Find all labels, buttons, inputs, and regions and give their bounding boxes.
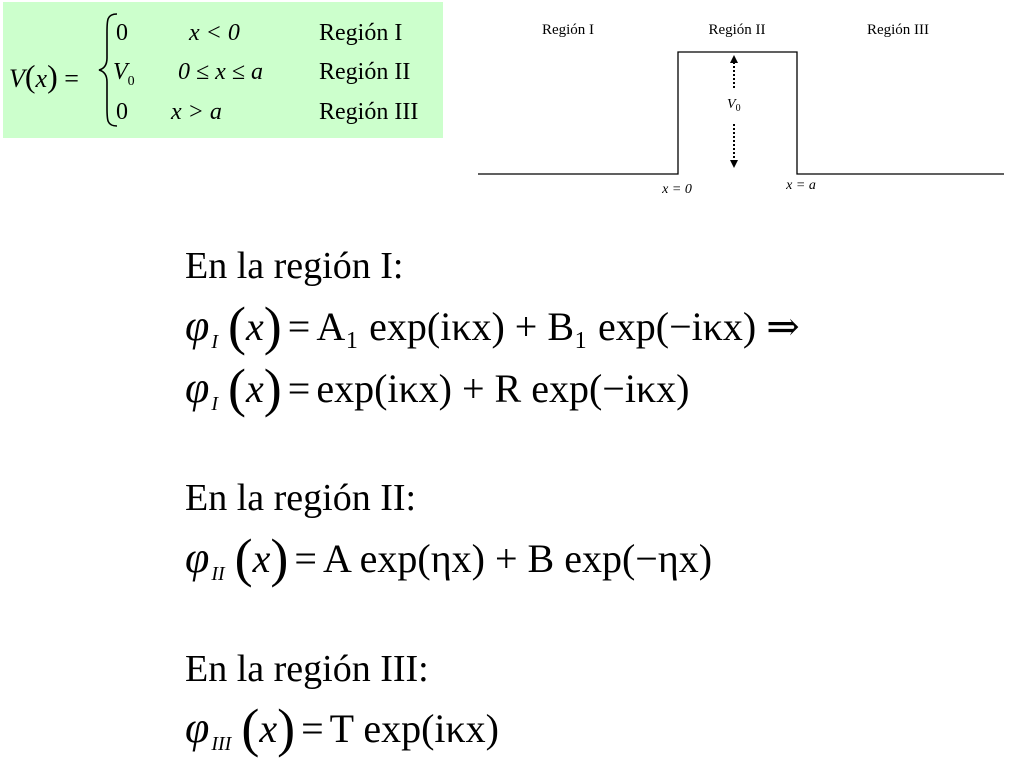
- equation-rhs: A exp(ηx) + B exp(−ηx): [322, 536, 713, 581]
- potential-argument: x: [35, 64, 48, 93]
- phi-subscript: III: [211, 733, 232, 755]
- diagram-region-2-label: Región II: [708, 22, 765, 38]
- phi-subscript: I: [211, 393, 219, 415]
- potential-symbol: V: [9, 64, 25, 93]
- equation-rhs: exp(iκx) + R exp(−iκx): [316, 366, 690, 411]
- potential-definition-box: V(x) = 0 x < 0 Región I V0 0 ≤ x ≤ a Reg…: [3, 2, 443, 138]
- case-value: V0: [113, 59, 135, 89]
- case-value: 0: [116, 99, 128, 125]
- case-region-label: Región I: [319, 20, 403, 46]
- potential-barrier-diagram: Región I Región II Región III V0 x = 0 x…: [478, 22, 1004, 197]
- case-row-region-3: 0 x > a Región III: [3, 99, 443, 133]
- case-region-label: Región II: [319, 59, 411, 85]
- case-condition: 0 ≤ x ≤ a: [178, 59, 263, 85]
- diagram-region-3-label: Región III: [867, 22, 929, 38]
- region-1-heading: En la región I:: [185, 245, 404, 287]
- diagram-region-1-label: Región I: [542, 22, 594, 38]
- equals-sign: =: [64, 64, 79, 93]
- barrier-profile-line: [478, 51, 1004, 175]
- phi-subscript: I: [211, 331, 219, 353]
- barrier-height-arrow-icon: [730, 55, 738, 168]
- case-condition: x < 0: [189, 20, 240, 46]
- equation-rhs: T exp(iκx): [329, 706, 499, 751]
- left-brace-icon: [98, 13, 118, 127]
- equation-rhs: A₁ exp(iκx) + B₁ exp(−iκx) ⇒: [316, 304, 800, 349]
- case-value: 0: [116, 20, 128, 46]
- region-2-heading: En la región II:: [185, 477, 417, 519]
- case-row-region-2: V0 0 ≤ x ≤ a Región II: [3, 59, 443, 93]
- phi-subscript: II: [211, 563, 225, 585]
- x-a-label: x = a: [785, 178, 816, 193]
- case-row-region-1: 0 x < 0 Región I: [3, 20, 443, 54]
- region-3-heading: En la región III:: [185, 648, 429, 690]
- x-zero-label: x = 0: [661, 182, 692, 197]
- barrier-height-label: V0: [727, 97, 741, 114]
- case-condition: x > a: [171, 99, 222, 125]
- case-region-label: Región III: [319, 99, 419, 125]
- potential-lhs: V(x) =: [9, 58, 79, 94]
